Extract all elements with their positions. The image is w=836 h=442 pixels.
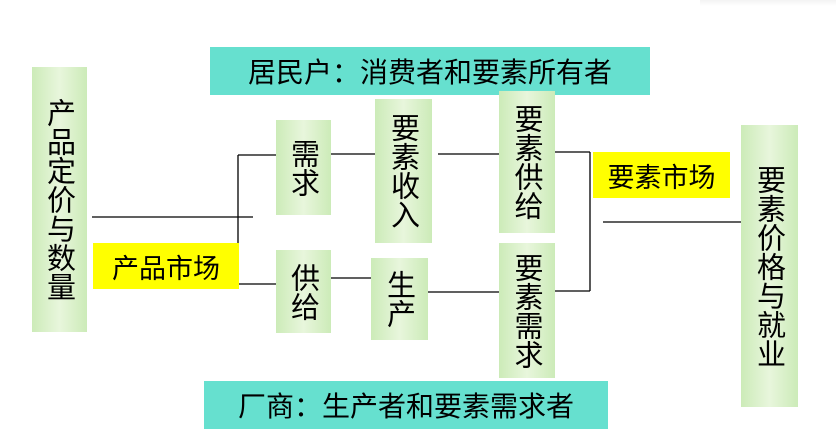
factor-demand-text: 要素需求	[510, 252, 544, 369]
production-box: 生产	[371, 258, 428, 340]
product-market-box: 产品市场	[93, 243, 239, 289]
factor-income-text: 要素收入	[386, 113, 421, 229]
product-price-quantity-text: 产品定价与数量	[42, 98, 77, 301]
factor-price-employment-box: 要素价格与就业	[741, 125, 798, 407]
households-banner: 居民户：消费者和要素所有者	[210, 47, 650, 95]
demand-box: 需求	[276, 120, 331, 215]
factor-demand-box: 要素需求	[499, 243, 555, 378]
factor-income-box: 要素收入	[375, 99, 432, 243]
factor-price-employment-text: 要素价格与就业	[752, 164, 787, 368]
factor-market-box: 要素市场	[593, 152, 730, 198]
supply-box: 供给	[276, 250, 331, 333]
top-edge-shadow	[700, 0, 836, 6]
demand-text: 需求	[286, 138, 321, 197]
production-text: 生产	[382, 270, 417, 328]
product-price-quantity-box: 产品定价与数量	[32, 67, 87, 332]
firms-text: 厂商：生产者和要素需求者	[237, 390, 574, 423]
supply-text: 供给	[286, 262, 321, 321]
factor-market-text: 要素市场	[607, 162, 716, 194]
factor-supply-box: 要素供给	[499, 91, 555, 233]
product-market-text: 产品市场	[112, 253, 220, 285]
factor-supply-text: 要素供给	[510, 104, 544, 220]
firms-banner: 厂商：生产者和要素需求者	[204, 381, 608, 429]
households-text: 居民户：消费者和要素所有者	[247, 56, 612, 89]
